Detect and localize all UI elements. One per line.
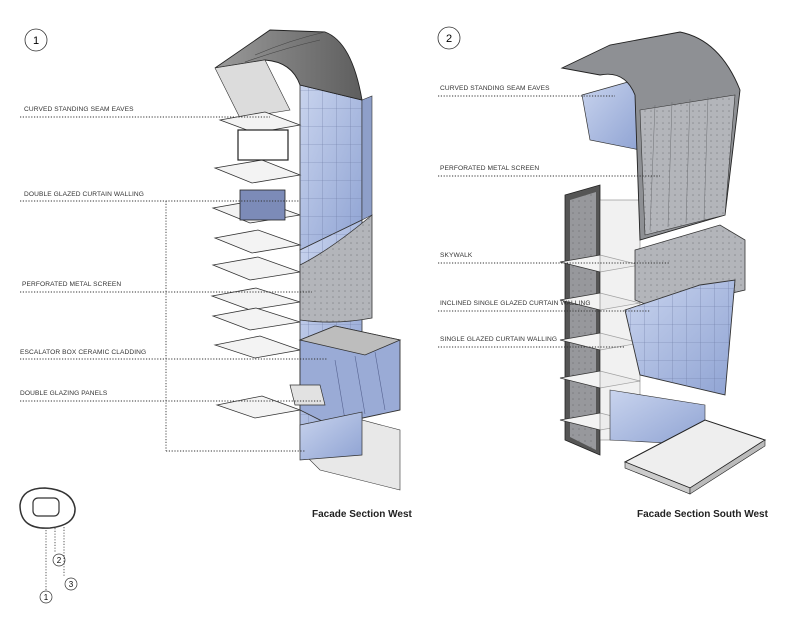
caption-facade-section-south-west: Facade Section South West bbox=[637, 509, 768, 520]
label-sw-curved-eaves: CURVED STANDING SEAM EAVES bbox=[440, 85, 550, 92]
west-curved-eaves bbox=[214, 29, 363, 101]
west-leader-lines bbox=[20, 116, 328, 452]
label-sw-inclined-glazing: INCLINED SINGLE GLAZED CURTAIN WALLING bbox=[440, 300, 591, 307]
southwest-leader-lines bbox=[438, 95, 670, 348]
west-perforated-screen bbox=[299, 214, 373, 323]
key-marker-2: 2 bbox=[57, 556, 62, 565]
label-west-double-glazed-curtain: DOUBLE GLAZED CURTAIN WALLING bbox=[24, 191, 145, 198]
key-marker-1: 1 bbox=[44, 593, 49, 602]
label-west-curved-eaves: CURVED STANDING SEAM EAVES bbox=[24, 106, 134, 113]
panel-number-1: 1 bbox=[33, 35, 39, 47]
label-sw-perforated-screen: PERFORATED METAL SCREEN bbox=[440, 165, 540, 172]
west-floor-slabs bbox=[210, 111, 302, 419]
label-west-double-glazing-panels: DOUBLE GLAZING PANELS bbox=[20, 390, 108, 397]
section-west-building bbox=[210, 29, 402, 491]
key-marker-3: 3 bbox=[69, 580, 74, 589]
label-sw-skywalk: SKYWALK bbox=[440, 252, 473, 259]
label-west-escalator-cladding: ESCALATOR BOX CERAMIC CLADDING bbox=[20, 349, 147, 356]
panel-number-markers bbox=[24, 26, 461, 52]
label-west-perforated-screen: PERFORATED METAL SCREEN bbox=[22, 281, 122, 288]
key-plan-outline bbox=[19, 487, 76, 529]
key-plan: 1 2 3 bbox=[19, 487, 78, 604]
section-southwest-building bbox=[559, 31, 767, 495]
caption-facade-section-west: Facade Section West bbox=[312, 509, 412, 520]
panel-number-2: 2 bbox=[446, 33, 452, 45]
label-sw-single-glazing: SINGLE GLAZED CURTAIN WALLING bbox=[440, 336, 558, 343]
